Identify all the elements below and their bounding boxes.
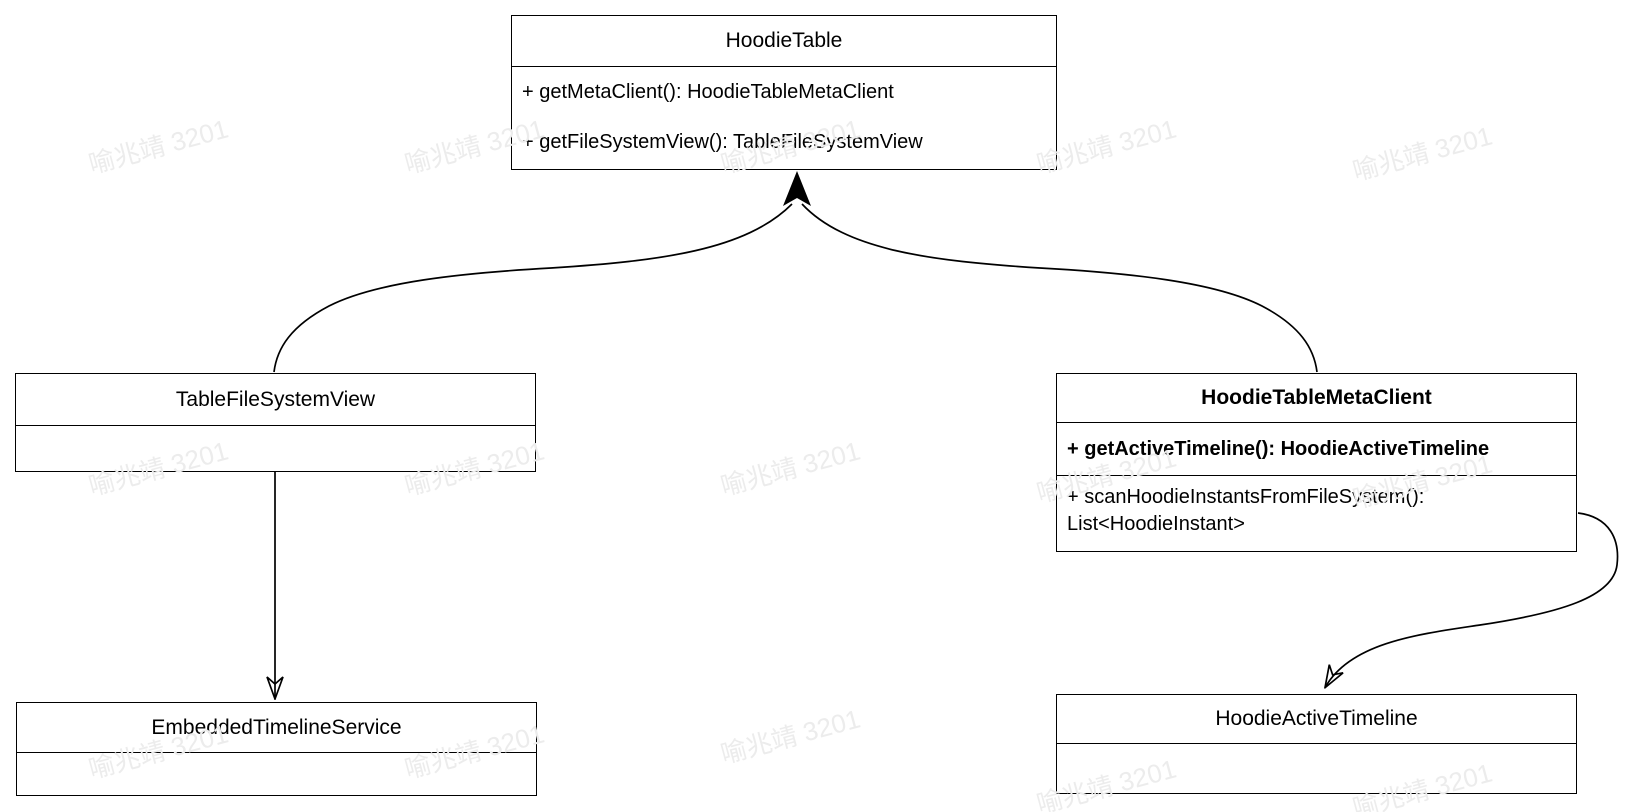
class-hoodietable-methods: + getMetaClient(): HoodieTableMetaClient… [512, 67, 1056, 169]
arrowhead-up-icon [783, 171, 811, 206]
class-embeddedtimelineservice: EmbeddedTimelineService [16, 702, 537, 796]
class-hoodietablemetaclient: HoodieTableMetaClient + getActiveTimelin… [1056, 373, 1577, 552]
class-embeddedtimelineservice-title: EmbeddedTimelineService [17, 703, 536, 753]
class-hoodietable: HoodieTable + getMetaClient(): HoodieTab… [511, 15, 1057, 170]
method-getmetaclient: + getMetaClient(): HoodieTableMetaClient [522, 80, 894, 103]
class-tablefilesystemview: TableFileSystemView [15, 373, 536, 472]
class-hoodietable-title: HoodieTable [512, 16, 1056, 67]
class-hoodieactivetimeline: HoodieActiveTimeline [1056, 694, 1577, 794]
class-embeddedtimelineservice-body-empty [17, 753, 536, 795]
watermark-text: 喻兆靖 3201 [85, 113, 232, 180]
class-hoodietablemetaclient-title: HoodieTableMetaClient [1057, 374, 1576, 423]
method-getactivetimeline: + getActiveTimeline(): HoodieActiveTimel… [1057, 423, 1576, 476]
class-hoodieactivetimeline-title: HoodieActiveTimeline [1057, 695, 1576, 744]
edge-hoodietablemetaclient-to-hoodietable [801, 203, 1318, 373]
class-hoodieactivetimeline-body-empty [1057, 744, 1576, 793]
watermark-text: 喻兆靖 3201 [1349, 120, 1496, 187]
class-tablefilesystemview-body-empty [16, 426, 535, 471]
method-scanhoodieinstants: + scanHoodieInstantsFromFileSystem(): Li… [1067, 486, 1425, 535]
edge-tablefilesystemview-to-hoodietable [273, 203, 793, 373]
method-getfilesystemview: + getFileSystemView(): TableFileSystemVi… [522, 130, 923, 153]
watermark-text: 喻兆靖 3201 [717, 435, 864, 502]
class-tablefilesystemview-title: TableFileSystemView [16, 374, 535, 426]
watermark-text: 喻兆靖 3201 [717, 703, 864, 770]
class-hoodietablemetaclient-methods: + getActiveTimeline(): HoodieActiveTimel… [1057, 423, 1576, 553]
